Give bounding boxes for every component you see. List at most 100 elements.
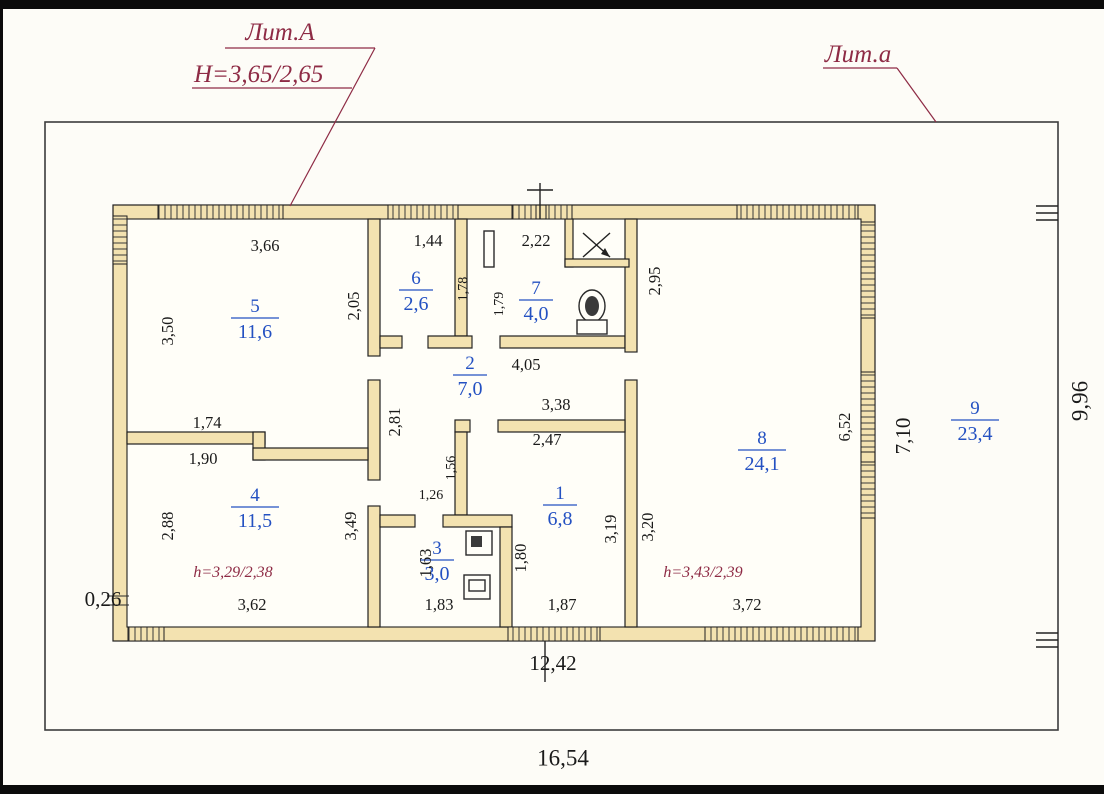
room-number: 5 [250,296,260,317]
dimension-label: 9,96 [1067,381,1092,421]
window [157,204,284,220]
dimension-label: 3,20 [638,513,657,542]
dimension-label: 1,56 [444,456,459,481]
dimension-label: 1,26 [419,488,444,503]
room-label-8: 8 24,1 [738,428,786,475]
dimension-label: 2,05 [344,292,363,321]
dimension-label: 1,80 [511,544,530,573]
dimension-label: 12,42 [529,651,576,675]
dimension-label: 1,78 [456,277,471,302]
dimension-label: 3,62 [238,595,267,614]
dimension-label: 3,72 [733,595,762,614]
room-number: 7 [531,278,541,299]
dimension-label: 3,66 [251,236,280,255]
wall-segment [379,514,416,528]
leader-line [289,47,376,207]
wall-segment [126,431,266,445]
room-area: 6,8 [548,508,573,530]
sink-basin-icon [468,579,486,592]
room-label-2: 2 7,0 [453,353,487,400]
annex-outline [44,121,1059,731]
window [112,215,128,265]
toilet-tank-icon [576,319,608,335]
dimension-label: 1,90 [189,449,218,468]
dimension-label: 7,10 [891,418,915,455]
window [127,626,165,642]
room-area: 2,6 [404,293,429,315]
building-letter-label: Лит.А [244,19,315,46]
room-label-5: 5 11,6 [231,296,279,343]
wall-segment [454,419,471,433]
dimension-label: 2,22 [522,231,551,250]
room-label-9: 9 23,4 [951,398,999,445]
shower-drain-icon [582,232,611,258]
room-area: 11,5 [238,510,272,532]
wall-segment [499,335,626,349]
room-label-4: 4 11,5 [231,485,279,532]
window [704,626,859,642]
room-number: 9 [970,398,980,419]
room-area: 4,0 [524,303,549,325]
room-area: 24,1 [745,453,780,475]
building-height-label: Н=3,65/2,65 [193,61,323,88]
window [545,204,573,220]
dimension-label: 3,38 [542,395,571,414]
dimension-label: 3,19 [601,515,620,544]
room-area: 11,6 [238,321,272,343]
dimension-label: 2,81 [385,408,404,437]
dimension-label: 1,79 [492,292,507,317]
annex-letter-label: Лит.а [824,41,892,68]
window [860,221,876,319]
leader-line [896,67,937,123]
stove-burner-icon [471,536,482,547]
scan-edge-left [0,0,3,794]
room-area: 23,4 [958,423,993,445]
window [511,204,537,220]
window [736,204,859,220]
window [860,461,876,519]
window [387,204,459,220]
window [507,626,601,642]
wall-segment [367,379,381,481]
shower-wall [564,258,630,268]
wall-segment [367,218,381,357]
room-label-1: 1 6,8 [543,483,577,530]
room-number: 2 [465,353,475,374]
dimension-label: 4,05 [512,355,541,374]
wall-segment [442,514,513,528]
shower-arrow-icon [601,248,610,257]
dimension-label: 1,44 [414,231,443,250]
room-label-6: 6 2,6 [399,268,433,315]
dimension-label: 1,83 [425,595,454,614]
dimension-label: 1,63 [416,549,435,578]
dimension-label: 3,50 [158,317,177,346]
interior-area [126,218,862,628]
dimension-label: 3,49 [341,512,360,541]
wall-segment [367,505,381,628]
wall-segment [499,526,513,628]
wall-segment [624,379,638,628]
dimension-label: 16,54 [537,745,589,770]
dimension-label: 2,88 [158,512,177,541]
door-leaf-icon [483,230,495,268]
scan-edge-top [0,0,1104,9]
room-area: 3,0 [425,563,450,585]
toilet-bowl-icon [585,296,599,316]
dimension-label: 6,52 [835,413,854,442]
room-number: 6 [411,268,421,289]
window [860,371,876,453]
dimension-label: 2,47 [533,430,562,449]
dimension-label: 2,95 [645,267,664,296]
wall-segment [379,335,403,349]
wall-segment [497,419,626,433]
room-number: 3 [432,538,442,559]
room-number: 8 [757,428,767,449]
wall-segment [252,447,369,461]
room-number: 4 [250,485,260,506]
room-number: 1 [555,483,565,504]
dimension-label: 0,26 [85,587,122,611]
room-label-3: 3 3,0 [420,538,454,585]
dimension-label: 1,87 [548,595,577,614]
